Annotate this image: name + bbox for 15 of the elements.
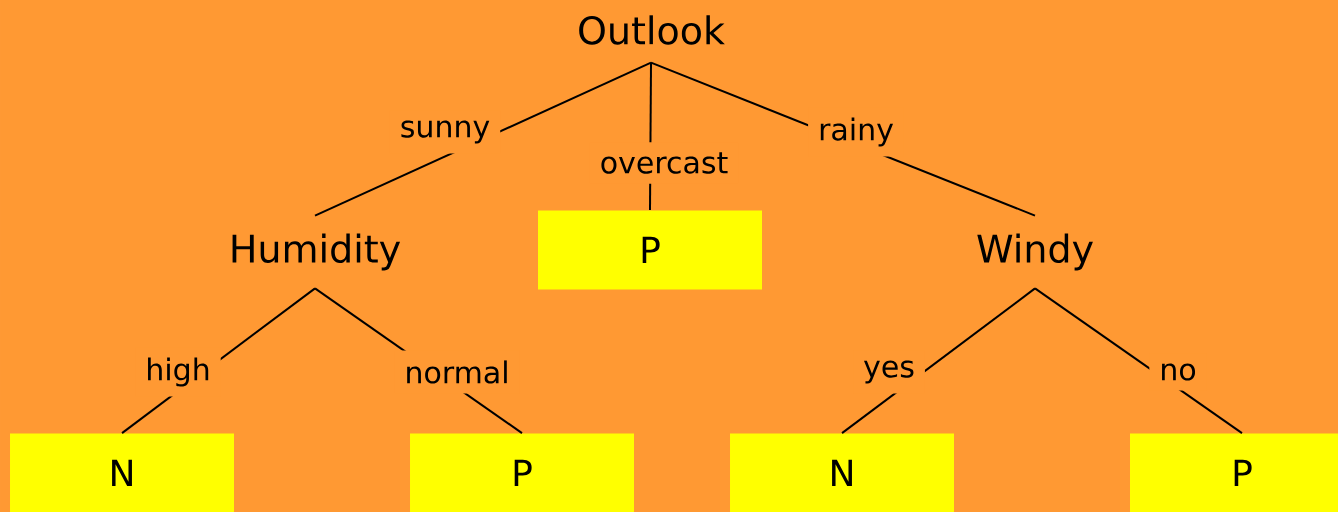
node-label: Outlook [579,15,725,45]
node-label: Windy [977,233,1093,271]
leaf-box: P [1130,433,1338,512]
edge-label: overcast [589,142,739,184]
leaf-box: N [730,433,954,512]
edge-label: high [135,347,221,397]
edge-label: sunny [389,110,501,154]
edge-label: rainy [808,107,904,157]
node-label: Humidity [232,233,401,271]
leaf-box: N [10,433,234,512]
edge-label: yes [853,350,925,394]
edge-label: normal [394,350,520,394]
edge-label: no [1149,353,1207,391]
leaf-box: P [410,433,634,512]
leaf-box: P [538,210,762,290]
